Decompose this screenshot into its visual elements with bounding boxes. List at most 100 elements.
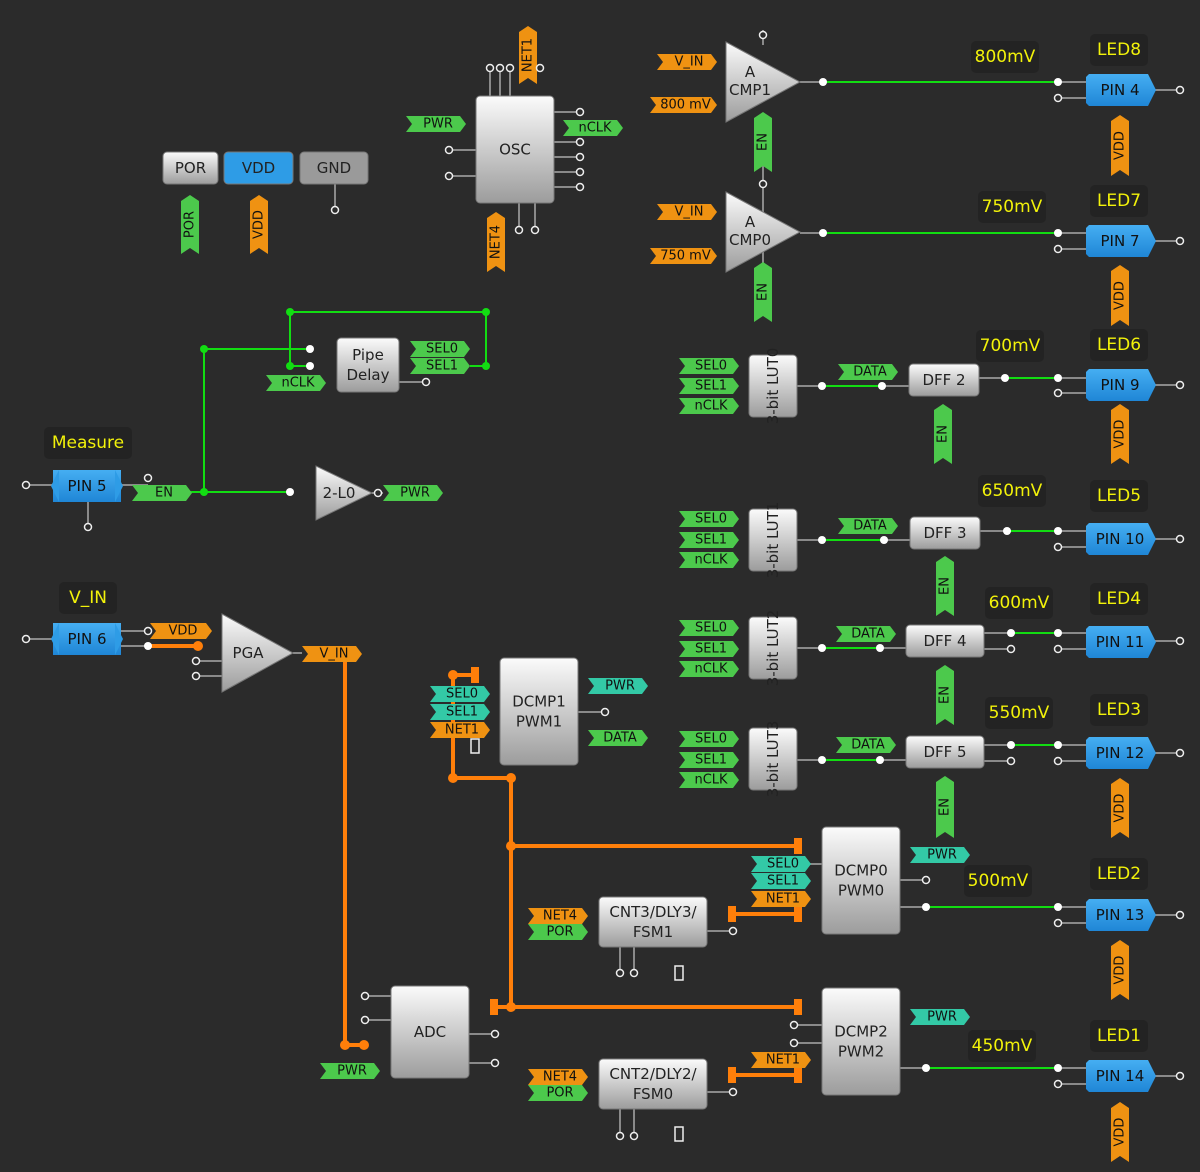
net-label-data[interactable]: DATA (838, 364, 898, 380)
dff4-body[interactable] (905, 624, 985, 658)
net-label-data[interactable]: DATA (838, 518, 898, 534)
terminal[interactable] (789, 1038, 799, 1048)
net-label-pwr[interactable]: PWR (406, 116, 466, 132)
terminal[interactable] (490, 1029, 500, 1039)
cmp1-body[interactable] (725, 41, 802, 123)
net-label-net1[interactable]: NET1 (751, 1052, 811, 1068)
vertical-net-label-vdd[interactable]: VDD (1111, 778, 1129, 838)
terminal[interactable] (629, 1131, 639, 1141)
terminal[interactable] (728, 926, 738, 936)
terminal[interactable] (1053, 1079, 1063, 1089)
adc-body[interactable] (390, 985, 470, 1079)
net-label-data[interactable]: DATA (588, 730, 648, 746)
gnd-block[interactable]: GND (299, 151, 369, 185)
net-label-nclk[interactable]: nCLK (679, 772, 739, 788)
pin-body[interactable] (1086, 1060, 1156, 1092)
connected-terminal[interactable] (1054, 229, 1062, 237)
terminal[interactable] (1053, 244, 1063, 254)
net-label-sel1[interactable]: SEL1 (410, 358, 470, 374)
pin-2[interactable]: PIN 9 (1086, 369, 1156, 401)
terminal[interactable] (1053, 918, 1063, 928)
terminal[interactable] (191, 671, 201, 681)
terminal[interactable] (1053, 542, 1063, 552)
connected-terminal[interactable] (1054, 527, 1062, 535)
connected-terminal[interactable] (876, 756, 884, 764)
terminal[interactable] (1175, 636, 1185, 646)
osc-block[interactable]: OSC (475, 95, 555, 204)
pin-6[interactable]: PIN 13 (1086, 899, 1156, 931)
pin-body[interactable] (1086, 523, 1156, 555)
dff3-block[interactable]: DFF 3 (909, 516, 981, 550)
terminal[interactable] (21, 634, 31, 644)
connected-terminal[interactable] (1007, 629, 1015, 637)
vertical-net-label-en[interactable]: EN (936, 665, 954, 725)
vertical-net-label-en[interactable]: EN (934, 404, 952, 464)
lut2-body[interactable] (748, 616, 798, 680)
connected-terminal[interactable] (819, 78, 827, 86)
terminal[interactable] (575, 137, 585, 147)
net-label-nclk[interactable]: nCLK (679, 552, 739, 568)
terminal[interactable] (1175, 910, 1185, 920)
cnt2-block[interactable]: CNT2/DLY2/FSM0 (598, 1058, 708, 1110)
terminal[interactable] (575, 182, 585, 192)
terminal[interactable] (575, 152, 585, 162)
connected-terminal[interactable] (306, 345, 314, 353)
pin-body[interactable] (1086, 899, 1156, 931)
net-label-sel1[interactable]: SEL1 (430, 704, 490, 720)
pin-0[interactable]: PIN 4 (1086, 74, 1156, 106)
vertical-net-label-en[interactable]: EN (936, 776, 954, 838)
connected-terminal[interactable] (880, 536, 888, 544)
terminal[interactable] (921, 875, 931, 885)
terminal[interactable] (615, 1131, 625, 1141)
connected-terminal[interactable] (1054, 374, 1062, 382)
lut1-body[interactable] (748, 508, 798, 572)
pga-body[interactable] (221, 613, 295, 693)
terminal[interactable] (485, 63, 495, 73)
vdd-block[interactable]: VDD (223, 151, 294, 185)
net-label-net1[interactable]: NET1 (430, 722, 490, 738)
net-label-nclk[interactable]: nCLK (563, 120, 623, 136)
terminal[interactable] (1053, 93, 1063, 103)
cnt3-body[interactable] (598, 896, 708, 948)
net-label-nclk[interactable]: nCLK (679, 661, 739, 677)
terminal[interactable] (600, 707, 610, 717)
terminal[interactable] (421, 377, 431, 387)
vertical-net-label-en[interactable]: EN (936, 556, 954, 616)
net-label-sel0[interactable]: SEL0 (679, 511, 739, 527)
lut3-body[interactable] (748, 727, 798, 791)
terminal[interactable] (330, 205, 340, 215)
dff3-body[interactable] (909, 516, 981, 550)
dcmp0-body[interactable] (821, 826, 901, 935)
vertical-net-label-vdd[interactable]: VDD (250, 195, 268, 254)
connected-terminal[interactable] (818, 756, 826, 764)
connected-terminal[interactable] (922, 903, 930, 911)
terminal[interactable] (373, 488, 383, 498)
net-label-pwr[interactable]: PWR (383, 485, 443, 501)
adc-block[interactable]: ADC (390, 985, 470, 1079)
terminal[interactable] (1175, 1071, 1185, 1081)
net-label-sel1[interactable]: SEL1 (679, 752, 739, 768)
terminal[interactable] (1175, 85, 1185, 95)
net-label-v_in[interactable]: V_IN (657, 204, 717, 220)
net-label-net4[interactable]: NET4 (528, 908, 588, 924)
vertical-net-label-en[interactable]: EN (754, 112, 772, 172)
terminal[interactable] (360, 1015, 370, 1025)
gnd-body[interactable] (299, 151, 369, 185)
net-label-sel0[interactable]: SEL0 (679, 358, 739, 374)
pin-5[interactable]: PIN 12 (1086, 737, 1156, 769)
pin-body[interactable] (1086, 737, 1156, 769)
l0-block[interactable]: 2-L0 (315, 465, 374, 521)
connected-terminal[interactable] (1054, 903, 1062, 911)
connected-terminal[interactable] (818, 536, 826, 544)
vertical-net-label-vdd[interactable]: VDD (1111, 940, 1129, 1000)
net-label-net1[interactable]: NET1 (751, 891, 811, 907)
net-label-sel0[interactable]: SEL0 (751, 856, 811, 872)
terminal[interactable] (143, 473, 153, 483)
terminal[interactable] (758, 30, 768, 40)
terminal[interactable] (360, 991, 370, 1001)
connected-terminal[interactable] (1054, 629, 1062, 637)
connected-terminal[interactable] (1054, 1064, 1062, 1072)
net-label-pwr[interactable]: PWR (910, 1009, 970, 1025)
